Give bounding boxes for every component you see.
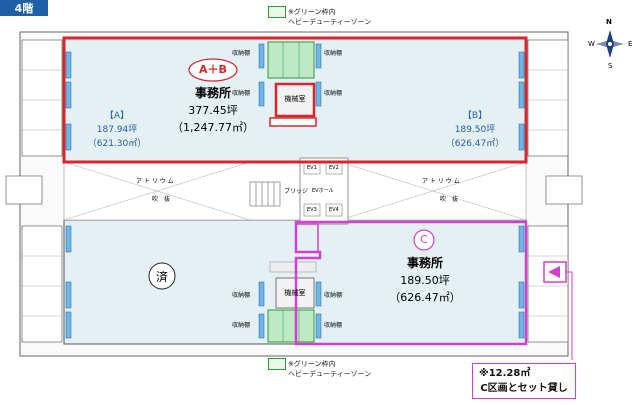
- right-side-cores: [527, 39, 583, 343]
- storage-label: 収納棚: [232, 90, 251, 97]
- ev3-label: EV3: [307, 207, 317, 213]
- unit-a-tsubo: 187.94坪: [96, 125, 138, 135]
- south-machine-room-label: 機械室: [284, 289, 306, 297]
- storage-label: 収納棚: [324, 50, 343, 57]
- bottom-heavy-duty-note: ※グリーン枠内 ヘビーデューティーゾーン: [268, 358, 371, 379]
- c-office-label: 事務所: [406, 256, 443, 270]
- storage-label: 収納棚: [232, 322, 251, 329]
- north-machine-room-label: 機械室: [284, 95, 306, 103]
- ab-tsubo: 377.45坪: [188, 104, 238, 117]
- unit-a-sqm: （621.30㎡）: [87, 139, 147, 149]
- bottom-note-line2: ヘビーデューティーゾーン: [288, 370, 372, 378]
- ab-badge-ellipse: [188, 58, 238, 82]
- compass-icon: [596, 30, 624, 58]
- floor-badge: 4階: [0, 0, 48, 16]
- heavy-duty-zones: [267, 41, 315, 343]
- c-tsubo: 189.50坪: [400, 274, 450, 287]
- compass-south: S: [608, 62, 613, 70]
- top-heavy-duty-note: ※グリーン枠内 ヘビーデューティーゾーン: [268, 6, 371, 27]
- set-lease-note: ※12.28㎡ C区画とセット貸し: [472, 363, 576, 399]
- storage-label: 収納棚: [324, 292, 343, 299]
- unit-b-tsubo: 189.50坪: [454, 125, 496, 135]
- ab-sqm: （1,247.77㎡）: [172, 121, 254, 134]
- ab-badge-label: A＋B: [199, 63, 227, 76]
- unit-b-label: 【B】: [462, 111, 488, 121]
- elevator-block: [299, 157, 349, 225]
- atrium-area: [63, 161, 527, 221]
- ev2-label: EV2: [329, 165, 339, 171]
- set-note-line2: C区画とセット貸し: [480, 383, 568, 394]
- north-eps: [269, 117, 317, 127]
- void-left-label: 吹 抜: [152, 196, 171, 203]
- ab-office-label: 事務所: [194, 86, 231, 100]
- atrium-right-label: ア ト リ ウ ム: [422, 178, 460, 185]
- top-note-line2: ヘビーデューティーゾーン: [288, 18, 372, 26]
- unit-ab-outline: [62, 36, 528, 164]
- storage-label: 収納棚: [324, 90, 343, 97]
- c-badge-circle: [413, 229, 435, 251]
- void-right-label: 吹 抜: [440, 196, 459, 203]
- atrium-left-label: ア ト リ ウ ム: [136, 178, 174, 185]
- ev4-label: EV4: [329, 207, 339, 213]
- done-circle: [148, 262, 176, 290]
- top-note-line1: ※グリーン枠内: [288, 8, 336, 16]
- bridge-label: ブリッジ: [284, 188, 309, 195]
- storage-label: 収納棚: [232, 292, 251, 299]
- compass-north: N: [606, 18, 612, 26]
- unit-b-sqm: （626.47㎡）: [445, 139, 505, 149]
- storage-label: 収納棚: [232, 50, 251, 57]
- core-stairs: [249, 181, 281, 207]
- c-sqm: （626.47㎡）: [389, 291, 461, 304]
- compass-west: W: [588, 40, 595, 48]
- north-storage-strips: [65, 43, 525, 151]
- south-eps: [269, 261, 317, 273]
- left-side-cores: [5, 39, 63, 343]
- set-note-line1: ※12.28㎡: [479, 368, 531, 379]
- storage-label: 収納棚: [324, 322, 343, 329]
- ev-hall-label: EVホール: [312, 188, 334, 194]
- c-badge-label: C: [420, 233, 428, 246]
- north-machine-room: [274, 82, 316, 118]
- bottom-note-line1: ※グリーン枠内: [288, 360, 336, 368]
- compass-east: E: [628, 40, 633, 48]
- ev1-label: EV1: [307, 165, 317, 171]
- unit-a-label: 【A】: [104, 111, 130, 121]
- done-mark: 済: [155, 270, 168, 284]
- south-storage-strips: [65, 225, 525, 339]
